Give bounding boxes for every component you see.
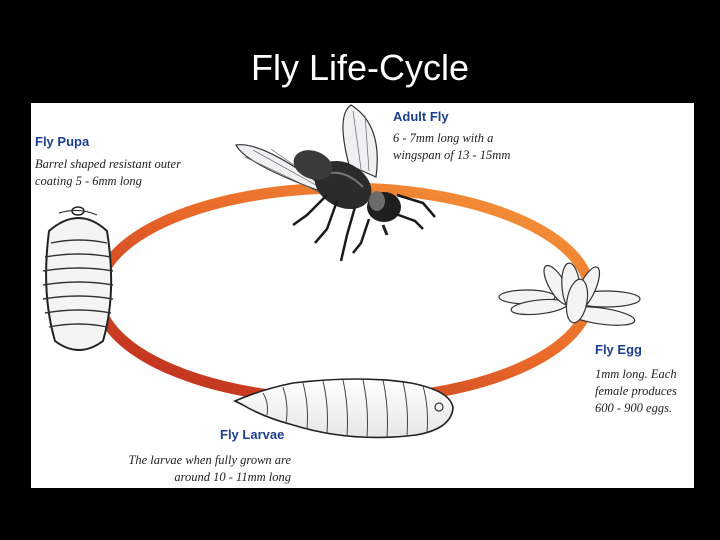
lifecycle-diagram: Adult Fly 6 - 7mm long with a wingspan o… [31,103,694,488]
fly-egg-line-1: 1mm long. Each [595,367,677,381]
eggs-icon [498,262,641,326]
fly-larvae-line-1: The larvae when fully grown are [128,453,291,467]
adult-fly-line-2: wingspan of 13 - 15mm [393,148,511,162]
fly-pupa-line-2: coating 5 - 6mm long [35,174,142,188]
fly-pupa-description: Barrel shaped resistant outer coating 5 … [35,156,181,190]
adult-fly-line-1: 6 - 7mm long with a [393,131,494,145]
adult-fly-description: 6 - 7mm long with a wingspan of 13 - 15m… [393,130,510,164]
slide-title: Fly Life-Cycle [250,47,470,88]
lifecycle-artwork [42,104,641,439]
fly-pupa-line-1: Barrel shaped resistant outer [35,157,181,171]
fly-larvae-title: Fly Larvae [220,427,285,442]
fly-egg-title: Fly Egg [595,342,642,357]
fly-icon [235,104,436,262]
fly-egg-line-3: 600 - 900 eggs. [595,401,673,415]
larva-icon [233,378,454,439]
fly-pupa-title: Fly Pupa [35,134,90,149]
pupa-icon [42,206,114,351]
fly-egg-line-2: female produces [595,384,677,398]
fly-larvae-line-2: around 10 - 11mm long [174,470,291,484]
fly-larvae-description: The larvae when fully grown are around 1… [101,452,291,486]
adult-fly-title: Adult Fly [393,109,449,124]
fly-egg-description: 1mm long. Each female produces 600 - 900… [595,366,677,417]
